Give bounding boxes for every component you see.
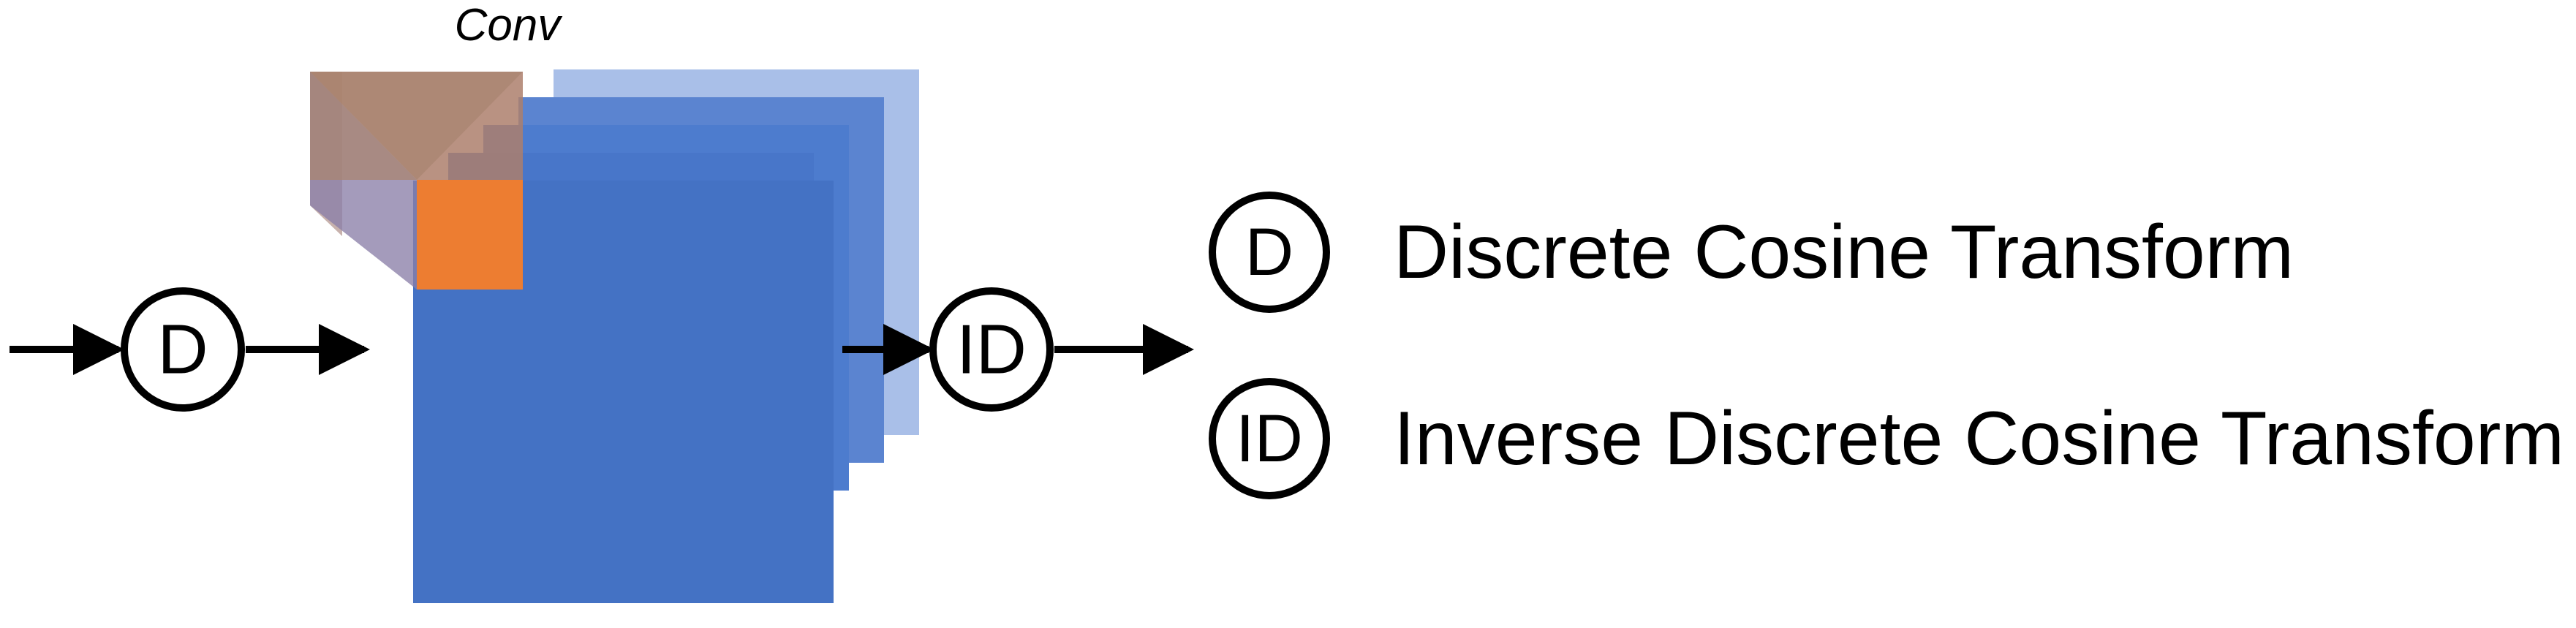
legend-dct-label: Discrete Cosine Transform (1394, 210, 2294, 295)
legend-item-idct: ID Inverse Discrete Cosine Transform (1209, 378, 2564, 499)
conv-kernel-depth-top (310, 72, 523, 180)
feature-map-stack (413, 69, 919, 603)
legend-idct-circle (1209, 378, 1330, 499)
node-idct-label: ID (956, 311, 1027, 389)
legend-idct-label: Inverse Discrete Cosine Transform (1394, 396, 2564, 481)
legend: D Discrete Cosine Transform ID Inverse D… (1209, 192, 2564, 499)
conv-label: Conv (455, 0, 563, 50)
legend-dct-symbol: D (1245, 215, 1293, 290)
conv-kernel (310, 72, 523, 290)
node-dct-circle[interactable] (121, 287, 245, 412)
node-idct-circle[interactable] (929, 287, 1054, 412)
node-idct[interactable]: ID (929, 287, 1054, 412)
conv-kernel-front-face (417, 180, 523, 290)
legend-item-dct: D Discrete Cosine Transform (1209, 192, 2294, 313)
legend-dct-circle (1209, 192, 1330, 313)
node-dct-label: D (157, 311, 208, 389)
node-dct[interactable]: D (121, 287, 245, 412)
legend-idct-symbol: ID (1236, 401, 1303, 476)
